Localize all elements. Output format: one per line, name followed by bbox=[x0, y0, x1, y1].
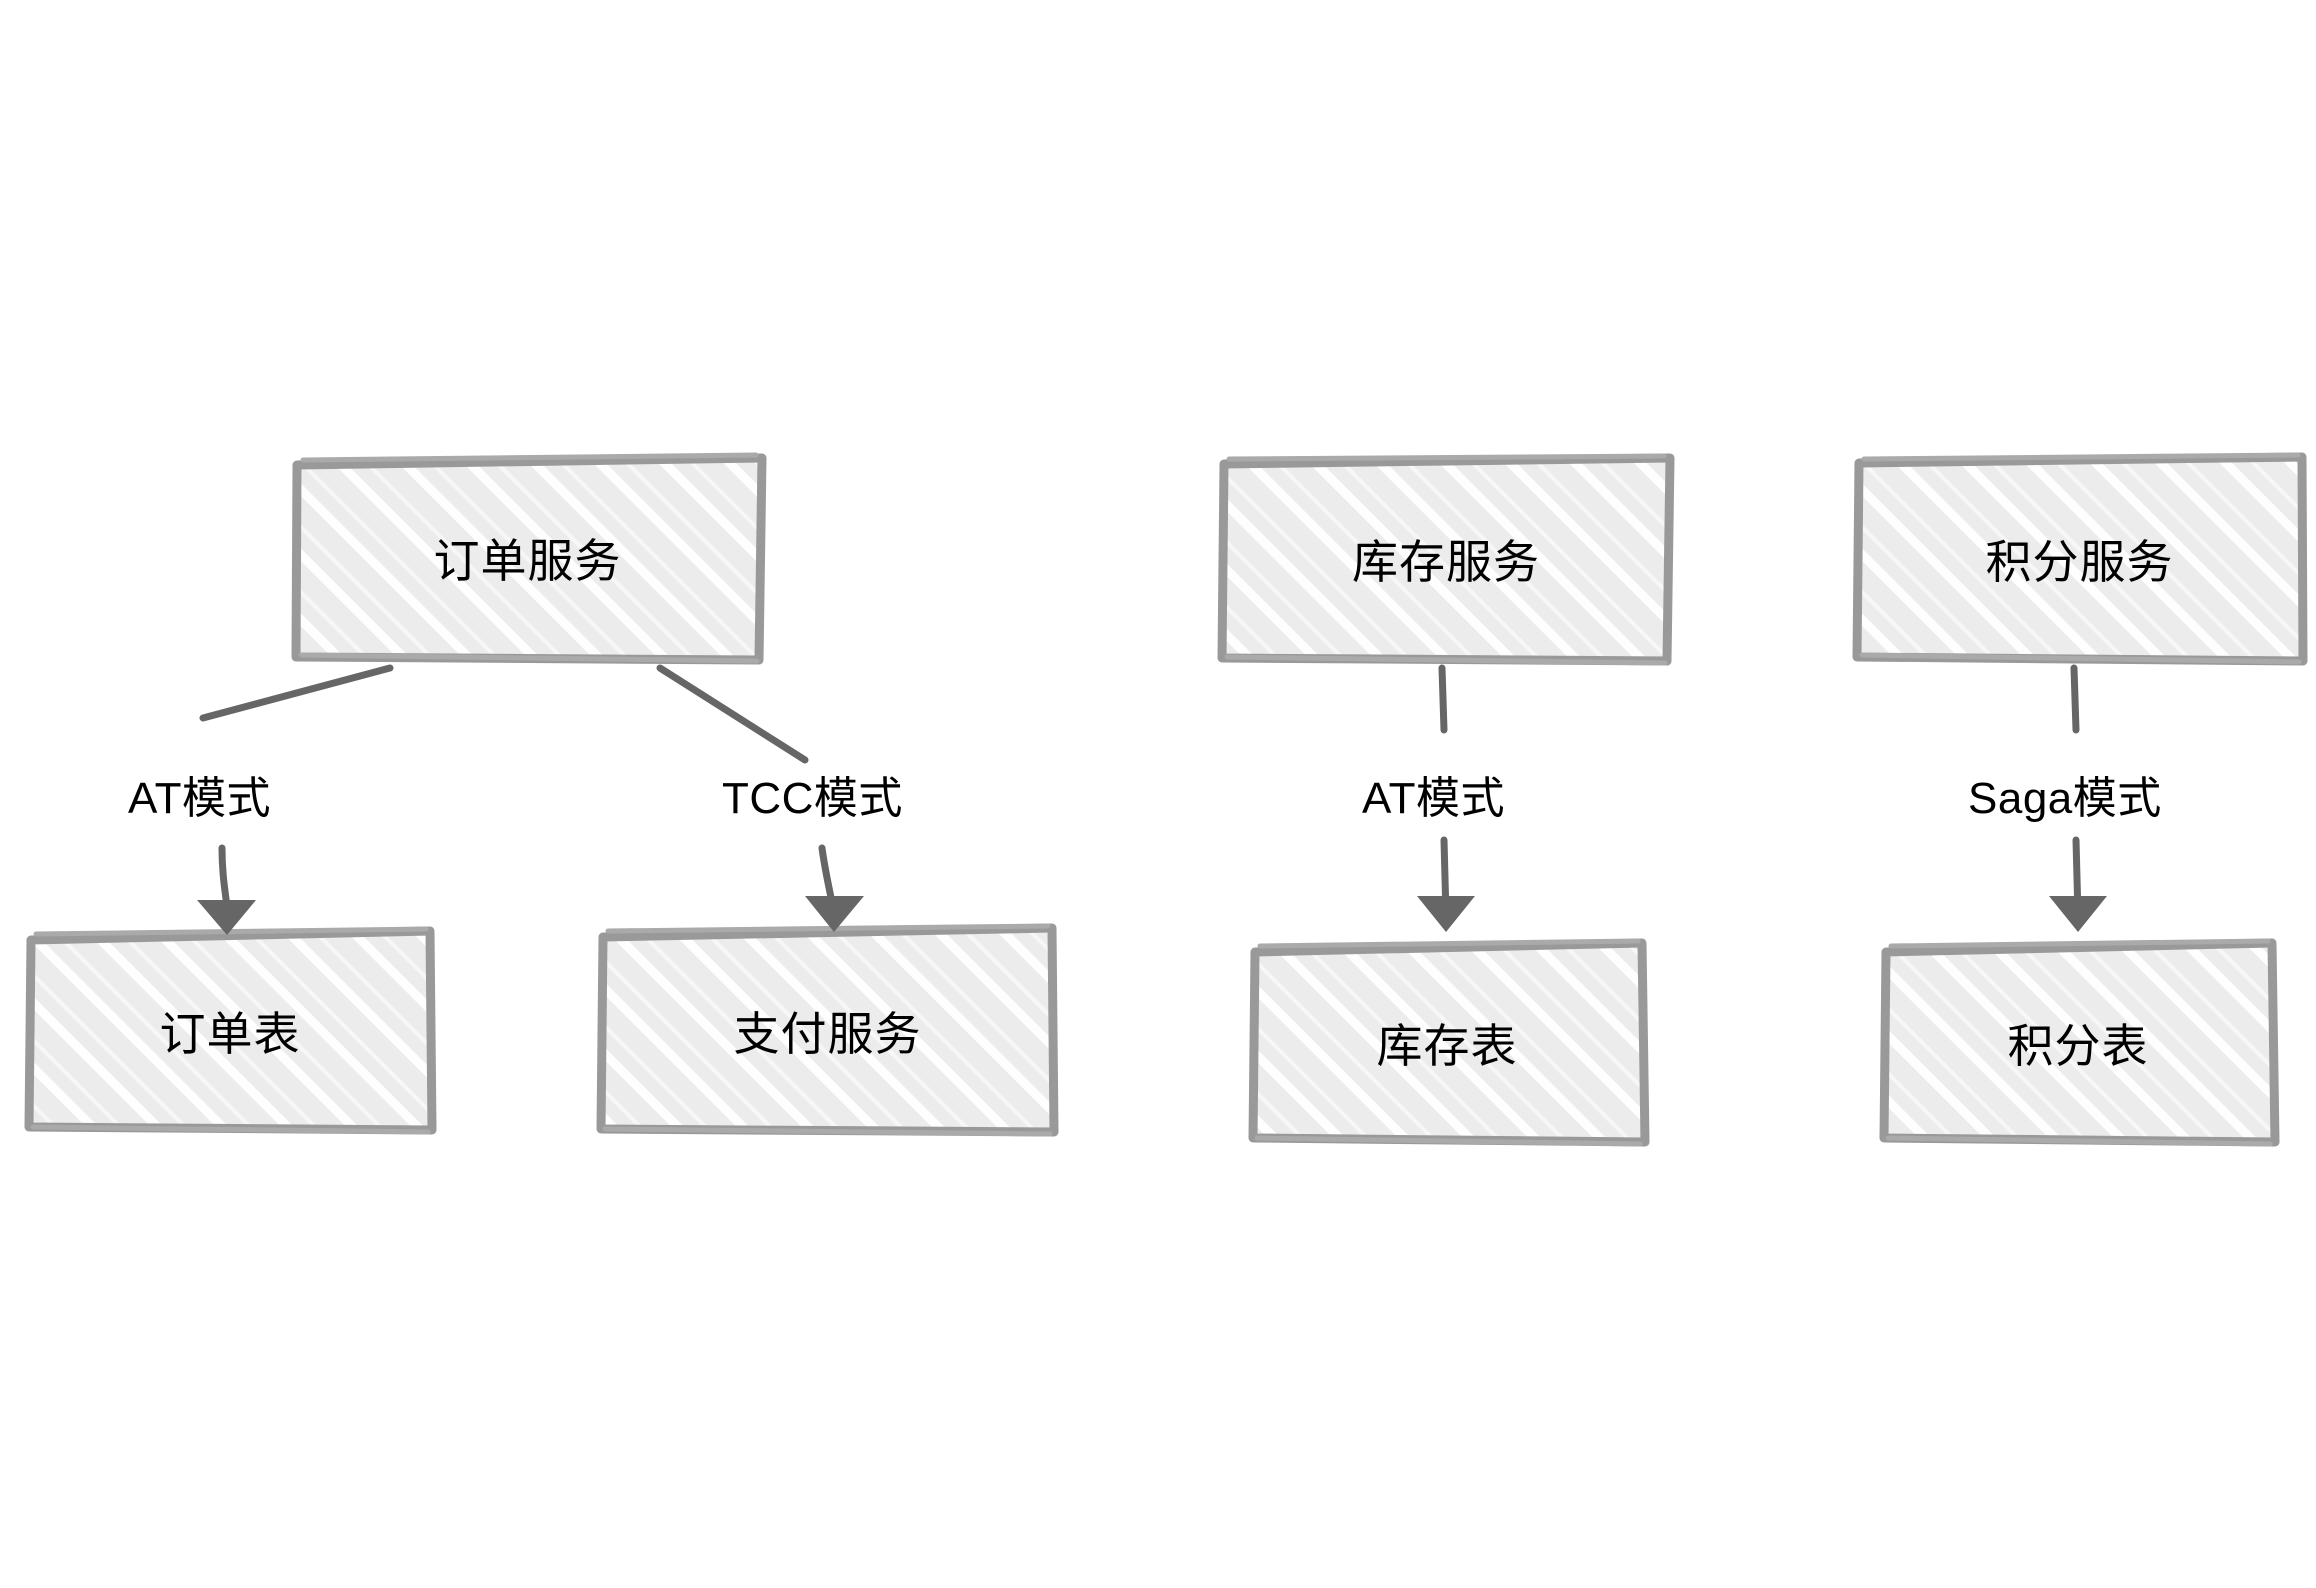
edge-order-to-order-table bbox=[197, 664, 394, 935]
edge-inventory-to-inventory-table bbox=[1417, 664, 1475, 932]
edge-label-tcc-mode: TCC模式 bbox=[722, 774, 903, 823]
node-order-service[interactable] bbox=[291, 452, 767, 665]
node-payment-service[interactable] bbox=[596, 923, 1059, 1137]
node-inventory-service[interactable] bbox=[1217, 453, 1675, 666]
edge-label-at-mode-inventory: AT模式 bbox=[1362, 774, 1505, 823]
edge-points-to-points-table bbox=[2049, 664, 2107, 932]
edge-order-to-payment-service bbox=[656, 664, 864, 932]
edge-label-saga-mode: Saga模式 bbox=[1968, 774, 2162, 823]
edge-label-at-mode-order: AT模式 bbox=[128, 774, 271, 823]
node-points-service[interactable] bbox=[1852, 452, 2308, 666]
node-order-table[interactable] bbox=[24, 926, 437, 1135]
node-points-table[interactable] bbox=[1879, 938, 2280, 1147]
node-inventory-table[interactable] bbox=[1248, 938, 1650, 1147]
